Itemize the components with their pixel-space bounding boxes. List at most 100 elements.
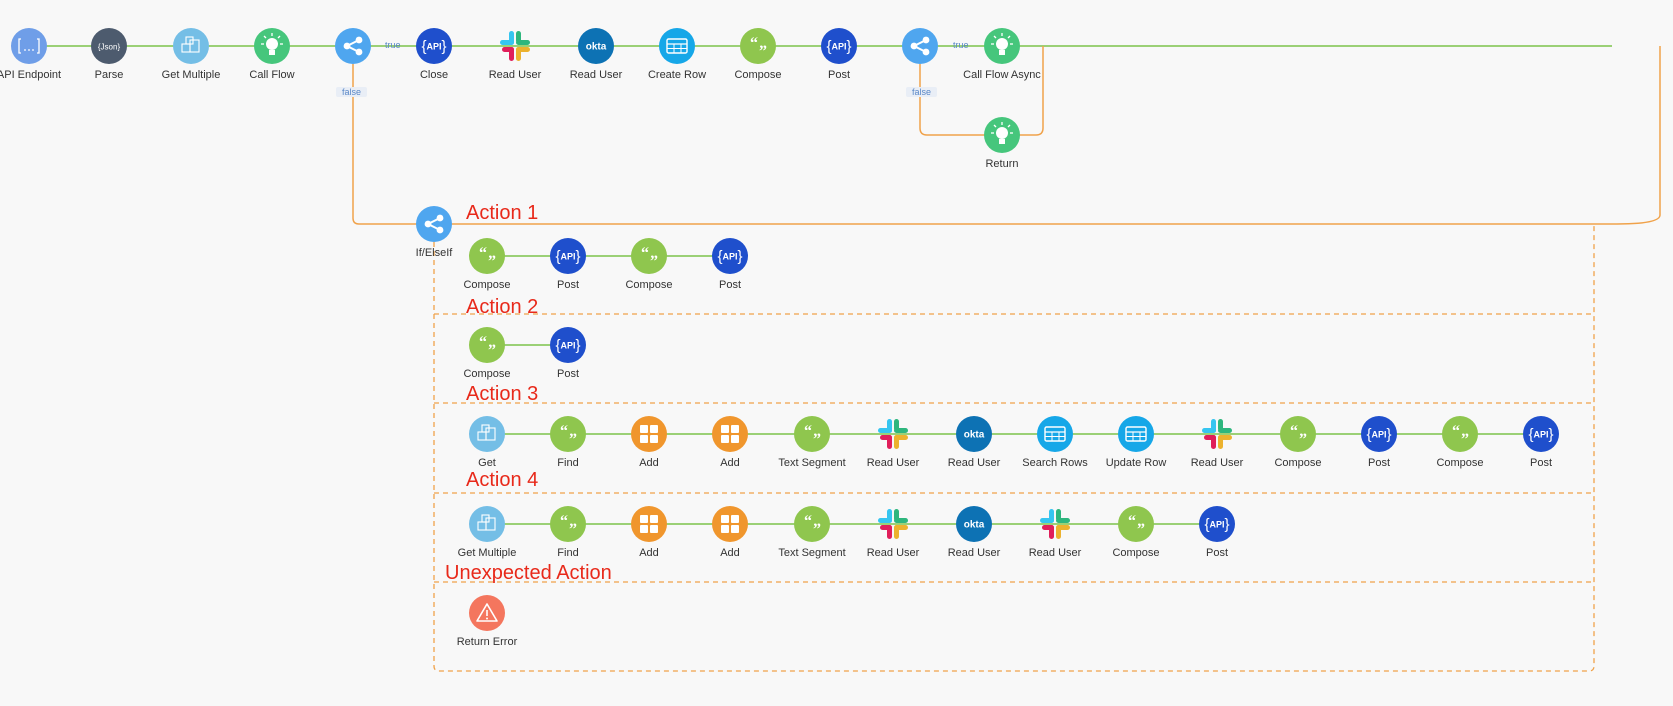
action1-post-node[interactable]: API{} [712,238,748,274]
main-call-flow-async-label: Call Flow Async [963,69,1041,81]
action2-post-label: Post [556,368,580,380]
branch-connector [1002,46,1044,136]
table-icon [666,38,688,54]
main-create-row-node[interactable] [659,28,695,64]
svg-text:API: API [426,42,441,52]
action1-compose-node[interactable]: “” [631,238,667,274]
main-branch-node[interactable] [335,28,371,64]
quote-icon: “” [804,423,821,448]
action3-search-rows-node[interactable] [1037,416,1073,452]
unexpected-return-error-label: Return Error [456,636,518,648]
action3-compose-node[interactable]: “” [1280,416,1316,452]
action4-add-node[interactable] [631,506,667,542]
action3-text-segment-node[interactable]: “” [794,416,830,452]
main-read-user-node[interactable] [500,31,530,61]
cubes-icon [477,424,496,441]
action4-find-label: Find [557,547,579,559]
svg-text:}: } [441,38,446,55]
svg-text:“: “ [750,35,758,52]
slack-icon [500,31,530,61]
api-icon: API{} [717,248,742,265]
action1-post-node[interactable]: API{} [550,238,586,274]
action3-update-row-node[interactable] [1118,416,1154,452]
svg-text:API: API [1533,430,1548,440]
main-post-node[interactable]: API{} [821,28,857,64]
svg-text:{: { [555,337,560,354]
branch-icon [910,36,930,56]
cubes-icon [477,514,496,531]
main-create-row-label: Create Row [647,69,707,81]
branch-true-tag: true [385,40,401,50]
svg-text:{: { [1528,426,1533,443]
main-api-endpoint-node[interactable] [11,28,47,64]
main-branch-node[interactable] [902,28,938,64]
slack-icon [878,509,908,539]
unexpected-return-error-node[interactable] [469,595,505,631]
action4-read-user-node[interactable] [878,509,908,539]
action3-add-node[interactable] [631,416,667,452]
main-close-node[interactable]: API{} [416,28,452,64]
warning-icon [476,603,498,622]
action4-post-label: Post [1205,547,1229,559]
action4-text-segment-node[interactable]: “” [794,506,830,542]
branch-icon [424,214,444,234]
svg-text:}: } [1386,426,1391,443]
action3-post-node[interactable]: API{} [1523,416,1559,452]
svg-text:“: “ [641,245,649,262]
table-icon [1125,426,1147,442]
svg-text:}: } [575,337,580,354]
action2-compose-node[interactable]: “” [469,327,505,363]
api-icon: API{} [826,38,851,55]
calculator-icon [640,425,658,443]
action4-post-node[interactable]: API{} [1199,506,1235,542]
action3-post-node[interactable]: API{} [1361,416,1397,452]
if-elseif-node[interactable] [416,206,452,242]
action3-add-label: Add [639,457,659,469]
quote-icon: “” [560,513,577,538]
action3-search-rows-label: Search Rows [1022,457,1088,469]
action3-compose-label: Compose [1274,457,1322,469]
lightbulb-icon [991,33,1013,55]
okta-icon: okta [964,520,985,531]
action4-read-user-label: Read User [866,547,920,559]
action4-read-user-node[interactable]: okta [956,506,992,542]
action3-add-node[interactable] [712,416,748,452]
action3-compose-label: Compose [1436,457,1484,469]
action3-read-user-node[interactable] [878,419,908,449]
main-get-multiple-label: Get Multiple [161,69,221,81]
section-label-unexpected-action: Unexpected Action [445,562,612,584]
action4-read-user-node[interactable] [1040,509,1070,539]
action3-read-user-node[interactable] [1202,419,1232,449]
action4-read-user-label: Read User [947,547,1001,559]
action1-compose-node[interactable]: “” [469,238,505,274]
main-call-flow-node[interactable] [254,28,290,64]
action1-post-label: Post [718,279,742,291]
quote-icon: “” [641,245,658,270]
svg-text:”: ” [813,521,821,538]
table-icon [1044,426,1066,442]
main-get-multiple-node[interactable] [173,28,209,64]
main-parse-node[interactable]: {Json} [91,28,127,64]
slack-icon [878,419,908,449]
action3-read-user-node[interactable]: okta [956,416,992,452]
action4-compose-node[interactable]: “” [1118,506,1154,542]
action3-compose-node[interactable]: “” [1442,416,1478,452]
main-read-user-label: Read User [488,69,542,81]
action3-post-label: Post [1367,457,1391,469]
action3-get-node[interactable] [469,416,505,452]
main-return-node[interactable] [984,117,1020,153]
action4-add-node[interactable] [712,506,748,542]
action2-post-node[interactable]: API{} [550,327,586,363]
svg-text:}: } [1548,426,1553,443]
svg-text:”: ” [813,431,821,448]
section-label-action-4: Action 4 [466,469,539,491]
main-read-user-node[interactable]: okta [578,28,614,64]
section-frame [433,224,1595,672]
action4-get-multiple-node[interactable] [469,506,505,542]
action3-find-label: Find [557,457,579,469]
action4-add-label: Add [639,547,659,559]
action3-find-node[interactable]: “” [550,416,586,452]
action4-find-node[interactable]: “” [550,506,586,542]
main-compose-node[interactable]: “” [740,28,776,64]
main-call-flow-async-node[interactable] [984,28,1020,64]
